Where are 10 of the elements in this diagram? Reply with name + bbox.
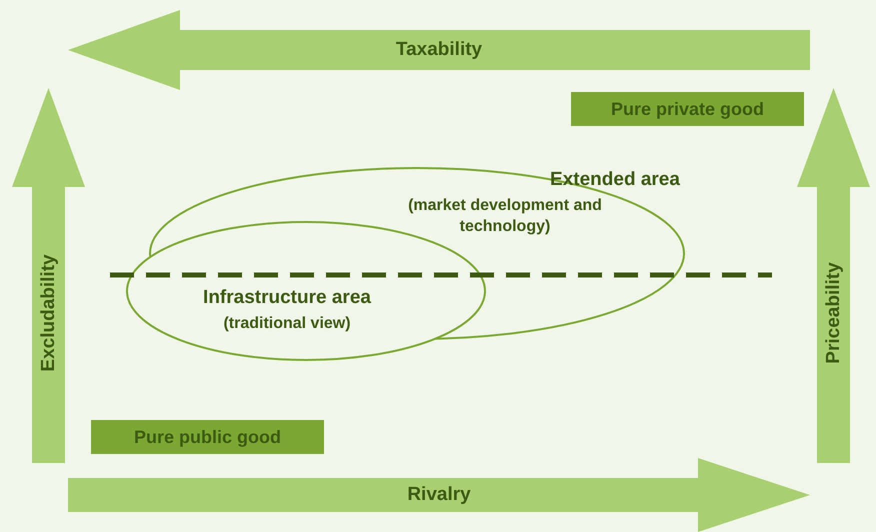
category-label: Pure public good — [91, 420, 324, 454]
arrow-label: Rivalry — [407, 484, 471, 506]
category-label: Pure private good — [571, 92, 804, 126]
area-note: (traditional view) — [222, 314, 352, 334]
arrow-label: Taxability — [396, 39, 482, 61]
arrow-label: Excludability — [38, 254, 60, 372]
area-note: (market development and technology) — [407, 196, 603, 237]
area-title: Infrastructure area — [202, 286, 372, 310]
area-title: Extended area — [549, 168, 681, 192]
arrow-label: Priceability — [822, 262, 844, 364]
